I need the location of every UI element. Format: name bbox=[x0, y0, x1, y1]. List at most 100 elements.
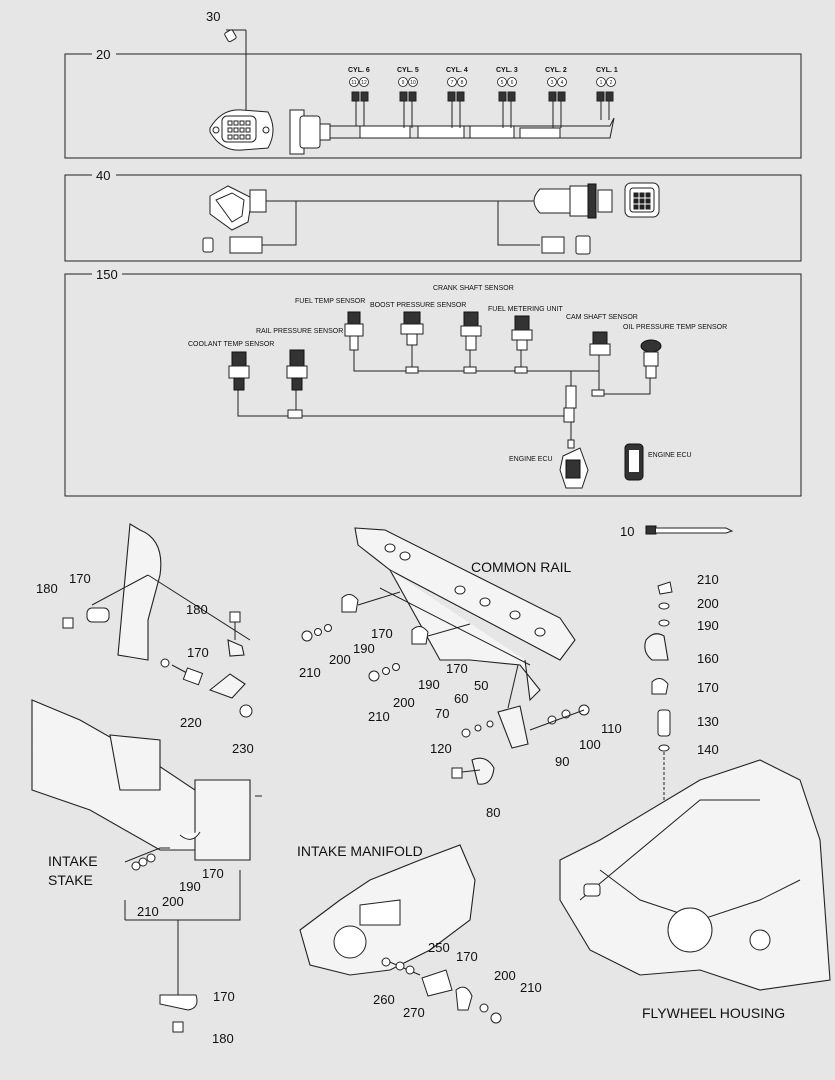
callout-170-e: 170 bbox=[697, 680, 719, 695]
pin-10: 10 bbox=[410, 80, 416, 86]
cyl-5-label: CYL. 5 bbox=[397, 67, 419, 74]
callout-210-c: 210 bbox=[697, 572, 719, 587]
ecu-connector-40 bbox=[202, 185, 540, 254]
callout-120: 120 bbox=[430, 741, 452, 756]
harness-panel-40: 40 bbox=[64, 167, 802, 262]
intake-stake-title-line2: STAKE bbox=[48, 872, 93, 888]
cyl-2-label: CYL. 2 bbox=[545, 67, 567, 74]
callout-180-c: 180 bbox=[212, 1031, 234, 1046]
flywheel-housing: FLYWHEEL HOUSING bbox=[559, 759, 831, 1021]
intake-manifold: INTAKE MANIFOLD 250 170 200 210 260 270 bbox=[297, 843, 542, 1024]
cyl-4-label: CYL. 4 bbox=[446, 67, 468, 74]
pin-1: 1 bbox=[600, 80, 603, 86]
pin-7: 7 bbox=[451, 80, 454, 86]
fuel-temp-sensor bbox=[344, 311, 364, 351]
bulkhead-flange-connector bbox=[209, 109, 274, 151]
callout-230: 230 bbox=[232, 741, 254, 756]
cable-tie-10: 10 bbox=[620, 524, 734, 539]
callout-150: 150 bbox=[96, 267, 118, 282]
pin-9: 9 bbox=[402, 80, 405, 86]
callout-180-b: 180 bbox=[186, 602, 208, 617]
harness-panel-20: 20 30 bbox=[64, 9, 802, 159]
intake-stake-title-line1: INTAKE bbox=[48, 853, 98, 869]
callout-210-e: 210 bbox=[520, 980, 542, 995]
callout-70: 70 bbox=[435, 706, 449, 721]
callout-260: 260 bbox=[373, 992, 395, 1007]
callout-190-b: 190 bbox=[418, 677, 440, 692]
callout-190-a: 190 bbox=[353, 641, 375, 656]
intake-stake: INTAKE STAKE 170 190 200 210 170 180 bbox=[31, 699, 262, 1046]
callout-200-e: 200 bbox=[494, 968, 516, 983]
callout-210-b: 210 bbox=[368, 709, 390, 724]
common-rail: COMMON RAIL 170 210 200 190 170 190 200 … bbox=[299, 527, 622, 820]
boost-pressure-sensor bbox=[400, 311, 424, 346]
oil-pressure-temp-sensor bbox=[640, 339, 662, 379]
callout-190-d: 190 bbox=[179, 879, 201, 894]
screw-30 bbox=[224, 29, 247, 110]
callout-160: 160 bbox=[697, 651, 719, 666]
pin-8: 8 bbox=[461, 80, 464, 86]
pin-12: 12 bbox=[361, 80, 367, 86]
pin-11: 11 bbox=[351, 80, 356, 86]
callout-110: 110 bbox=[601, 721, 622, 736]
label-cam-shaft-sensor: CAM SHAFT SENSOR bbox=[566, 314, 638, 321]
callout-100: 100 bbox=[579, 737, 601, 752]
label-fuel-metering-unit: FUEL METERING UNIT bbox=[488, 306, 564, 313]
callout-80: 80 bbox=[486, 805, 500, 820]
label-coolant-temp-sensor: COOLANT TEMP SENSOR bbox=[188, 341, 274, 348]
label-engine-ecu-2: ENGINE ECU bbox=[648, 452, 692, 459]
callout-250: 250 bbox=[428, 940, 450, 955]
callout-60: 60 bbox=[454, 691, 468, 706]
rail-pressure-sensor bbox=[286, 349, 308, 391]
callout-170-a: 170 bbox=[69, 571, 91, 586]
harness-20-body: 11 12 9 10 7 8 5 6 3 4 1 2 CYL. 6 CYL. 5… bbox=[289, 67, 618, 155]
callout-170-c: 170 bbox=[371, 626, 393, 641]
coolant-temp-sensor bbox=[228, 351, 250, 391]
engine-ecu-connector-right bbox=[624, 443, 644, 481]
label-oil-pressure-temp-sensor: OIL PRESSURE TEMP SENSOR bbox=[623, 324, 727, 331]
crank-shaft-sensor bbox=[460, 311, 482, 351]
label-crank-shaft-sensor: CRANK SHAFT SENSOR bbox=[433, 285, 514, 292]
callout-90: 90 bbox=[555, 754, 569, 769]
pin-3: 3 bbox=[551, 80, 554, 86]
label-boost-pressure-sensor: BOOST PRESSURE SENSOR bbox=[370, 302, 466, 309]
callout-30: 30 bbox=[206, 9, 220, 24]
intake-manifold-title: INTAKE MANIFOLD bbox=[297, 843, 423, 859]
cyl-6-label: CYL. 6 bbox=[348, 67, 370, 74]
callout-170-d: 170 bbox=[446, 661, 468, 676]
callout-20: 20 bbox=[96, 47, 110, 62]
callout-180-a: 180 bbox=[36, 581, 58, 596]
cyl-3-label: CYL. 3 bbox=[496, 67, 518, 74]
pin-5: 5 bbox=[501, 80, 504, 86]
callout-270: 270 bbox=[403, 1005, 425, 1020]
callout-140: 140 bbox=[697, 742, 719, 757]
engine-ecu-connector-left bbox=[559, 447, 589, 489]
callout-200-b: 200 bbox=[393, 695, 415, 710]
common-rail-title: COMMON RAIL bbox=[471, 559, 572, 575]
round-connector-40 bbox=[498, 182, 660, 255]
fuel-metering-unit bbox=[511, 315, 533, 351]
label-fuel-temp-sensor: FUEL TEMP SENSOR bbox=[295, 298, 365, 305]
harness-panel-150: 150 CRANK SHAFT SENSOR FUEL TEMP SENSOR … bbox=[64, 266, 802, 497]
cam-shaft-sensor bbox=[589, 331, 611, 356]
bracket-assembly-left: 180 170 180 170 220 230 bbox=[36, 523, 254, 756]
flywheel-sensor-stack: 210 200 190 160 170 130 140 bbox=[644, 572, 719, 816]
callout-210-d: 210 bbox=[137, 904, 159, 919]
callout-50: 50 bbox=[474, 678, 488, 693]
callout-170-b: 170 bbox=[187, 645, 209, 660]
callout-200-c: 200 bbox=[697, 596, 719, 611]
callout-190-c: 190 bbox=[697, 618, 719, 633]
callout-200-d: 200 bbox=[162, 894, 184, 909]
callout-170-f: 170 bbox=[202, 866, 224, 881]
pin-6: 6 bbox=[511, 80, 514, 86]
callout-170-h: 170 bbox=[456, 949, 478, 964]
cyl-1-label: CYL. 1 bbox=[596, 67, 618, 74]
pin-2: 2 bbox=[610, 80, 613, 86]
callout-10: 10 bbox=[620, 524, 634, 539]
callout-200-a: 200 bbox=[329, 652, 351, 667]
label-engine-ecu-1: ENGINE ECU bbox=[509, 456, 553, 463]
callout-130: 130 bbox=[697, 714, 719, 729]
callout-40: 40 bbox=[96, 168, 110, 183]
flywheel-housing-title: FLYWHEEL HOUSING bbox=[642, 1005, 785, 1021]
